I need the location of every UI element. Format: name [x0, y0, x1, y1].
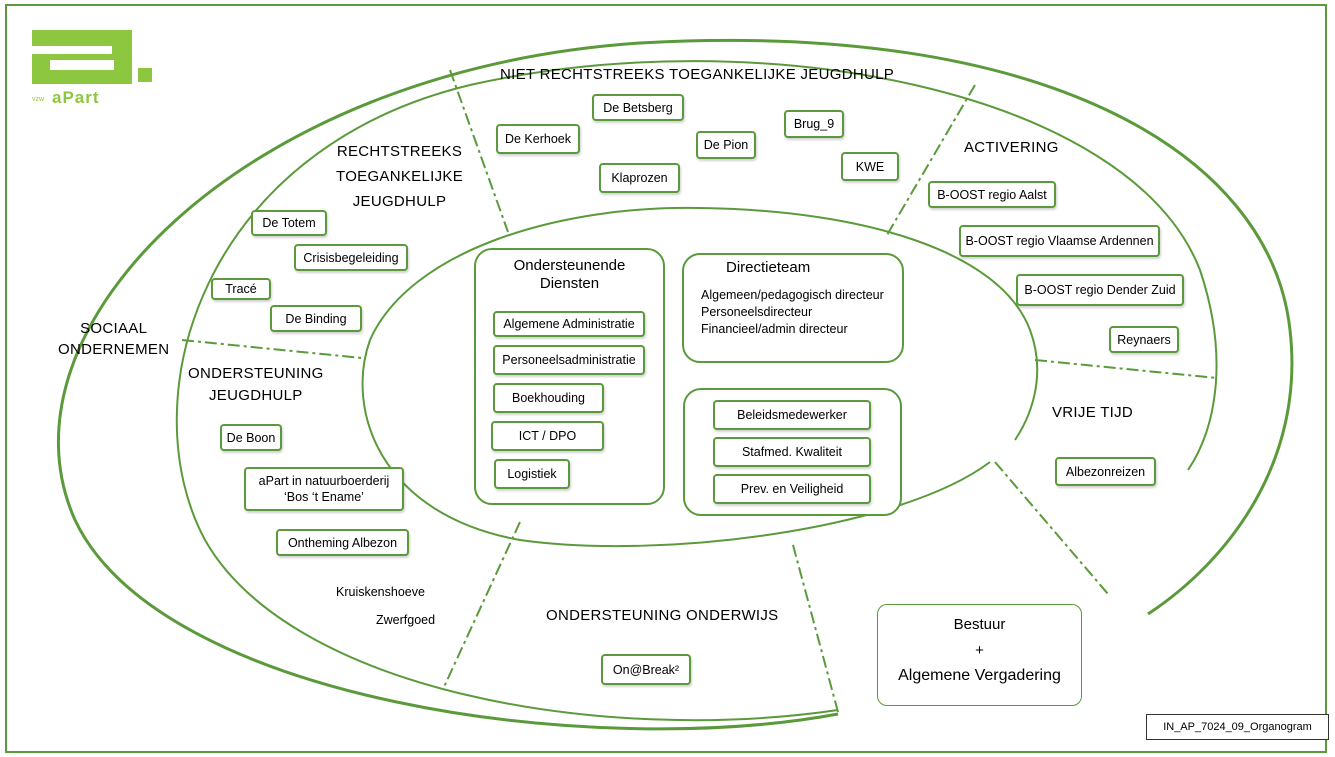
section-rechtstreeks: RECHTSTREEKS TOEGANKELIJKE JEUGDHULP — [336, 143, 463, 210]
unit-reynaers[interactable]: Reynaers — [1109, 326, 1179, 353]
section-niet-rechtstreeks: NIET RECHTSTREEKS TOEGANKELIJKE JEUGDHUL… — [500, 66, 895, 83]
dienst-logistiek[interactable]: Logistiek — [494, 459, 570, 489]
unit-de-betsberg[interactable]: De Betsberg — [592, 94, 684, 121]
unit-boost-vlaamse-ardennen[interactable]: B-OOST regio Vlaamse Ardennen — [959, 225, 1160, 257]
logo-word: aPart — [52, 88, 100, 107]
section-vrije-tijd: VRIJE TIJD — [1052, 404, 1134, 421]
staf-preventie-veiligheid[interactable]: Prev. en Veiligheid — [713, 474, 871, 504]
bestuur-line-1: Bestuur — [953, 616, 1006, 633]
bestuur-box[interactable]: Bestuur + Algemene Vergadering — [877, 604, 1082, 706]
bestuur-line-2: + — [975, 642, 984, 659]
unit-natuurboerderij[interactable]: aPart in natuurboerderij ‘Bos ‘t Ename’ — [244, 467, 404, 511]
apart-logo: vzw aPart — [30, 28, 154, 110]
dienst-boekhouding[interactable]: Boekhouding — [493, 383, 604, 413]
unit-boost-aalst[interactable]: B-OOST regio Aalst — [928, 181, 1056, 208]
ondersteunende-diensten-title: Ondersteunende Diensten — [513, 257, 626, 292]
section-ondersteuning-jeugdhulp: ONDERSTEUNING JEUGDHULP — [188, 365, 324, 404]
unit-de-kerhoek[interactable]: De Kerhoek — [496, 124, 580, 154]
unit-kruiskenshoeve: Kruiskenshoeve — [336, 585, 425, 599]
separator-1 — [449, 69, 509, 233]
section-sociaal-ondernemen: SOCIAAL ONDERNEMEN — [58, 320, 170, 358]
separator-6 — [792, 544, 839, 713]
unit-boost-dender-zuid[interactable]: B-OOST regio Dender Zuid — [1016, 274, 1184, 306]
section-ondersteuning-onderwijs: ONDERSTEUNING ONDERWIJS — [546, 607, 779, 624]
unit-albezonreizen[interactable]: Albezonreizen — [1055, 457, 1156, 486]
unit-de-totem[interactable]: De Totem — [251, 210, 327, 236]
section-activering: ACTIVERING — [964, 139, 1059, 156]
separator-7 — [994, 461, 1109, 595]
logo-mark — [32, 30, 152, 84]
dienst-algemene-administratie[interactable]: Algemene Administratie — [493, 311, 645, 337]
unit-crisisbegeleiding[interactable]: Crisisbegeleiding — [294, 244, 408, 271]
directie-line-3: Financieel/admin directeur — [701, 322, 848, 336]
unit-de-binding[interactable]: De Binding — [270, 305, 362, 332]
diagram-frame — [5, 4, 1327, 753]
document-id: IN_AP_7024_09_Organogram — [1146, 714, 1329, 740]
unit-kwe[interactable]: KWE — [841, 152, 899, 181]
unit-on-break[interactable]: On@Break² — [601, 654, 691, 685]
unit-de-boon[interactable]: De Boon — [220, 424, 282, 451]
staf-beleidsmedewerker[interactable]: Beleidsmedewerker — [713, 400, 871, 430]
unit-ontheming-albezon[interactable]: Ontheming Albezon — [276, 529, 409, 556]
bestuur-line-3: Algemene Vergadering — [898, 667, 1061, 684]
unit-zwerfgoed: Zwerfgoed — [376, 613, 436, 627]
logo-prefix: vzw — [32, 96, 45, 103]
directieteam-title: Directieteam — [726, 259, 811, 276]
inner-ellipse — [361, 206, 1039, 548]
unit-de-pion[interactable]: De Pion — [696, 131, 756, 159]
staf-kwaliteit[interactable]: Stafmed. Kwaliteit — [713, 437, 871, 467]
dienst-ict-dpo[interactable]: ICT / DPO — [491, 421, 604, 451]
separator-5 — [443, 521, 521, 688]
unit-trace[interactable]: Tracé — [211, 278, 271, 300]
directieteam-panel — [682, 253, 904, 363]
dienst-personeelsadministratie[interactable]: Personeelsadministratie — [493, 345, 645, 375]
middle-ring — [175, 60, 1218, 722]
directie-line-2: Personeelsdirecteur — [701, 305, 813, 319]
outer-ring — [56, 38, 1294, 731]
separator-3 — [181, 339, 363, 359]
unit-brug-9[interactable]: Brug_9 — [784, 110, 844, 138]
directie-line-1: Algemeen/pedagogisch directeur — [701, 288, 884, 302]
separator-4 — [1034, 359, 1218, 379]
unit-klaprozen[interactable]: Klaprozen — [599, 163, 680, 193]
separator-2 — [886, 84, 976, 236]
